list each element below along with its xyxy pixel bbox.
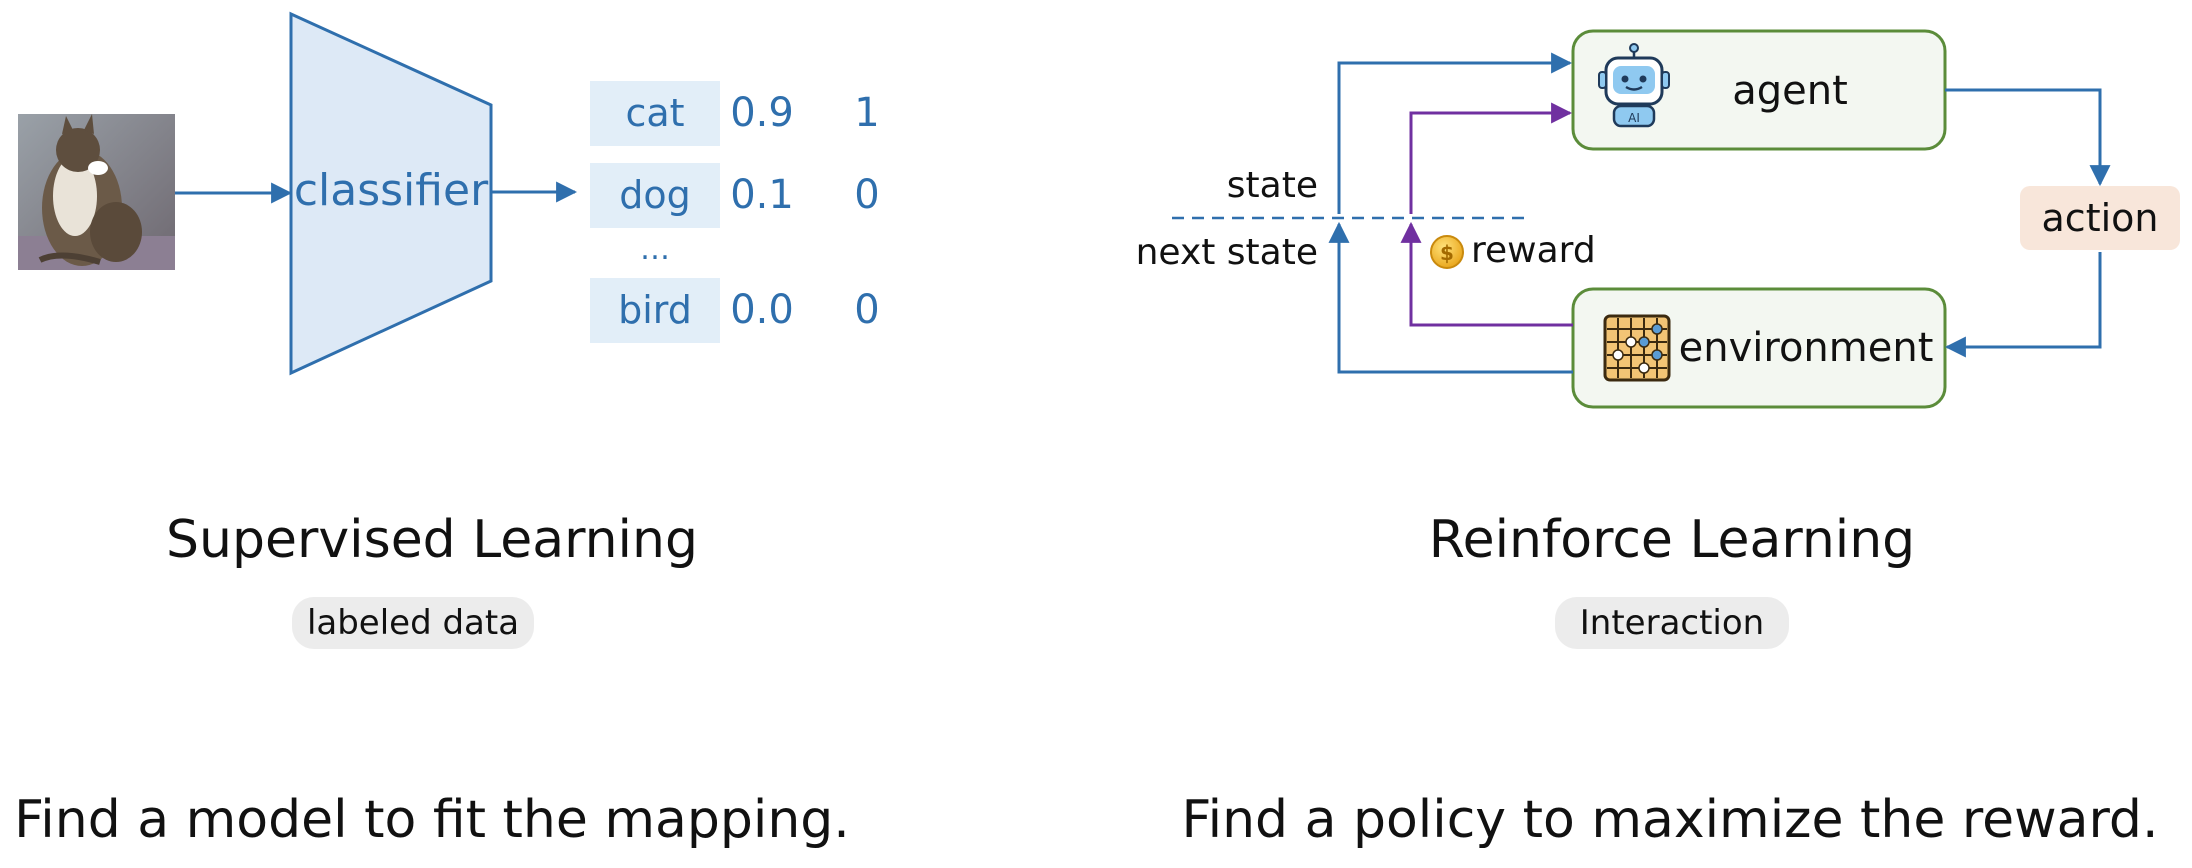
class-probability: 0.0 xyxy=(730,287,794,333)
class-label-box-bird xyxy=(590,278,720,343)
action-label: action xyxy=(2042,196,2159,240)
supervised-title: Supervised Learning xyxy=(166,510,698,570)
agent-to-action-arrow xyxy=(1945,88,2111,187)
supervised-tag-bg xyxy=(292,597,534,649)
robot-icon: AI xyxy=(1598,43,1670,128)
next-state-arrow xyxy=(1328,221,1573,374)
reward-to-agent-arrow xyxy=(1409,102,1573,214)
ellipsis: … xyxy=(640,232,670,267)
reinforce-tag-bg xyxy=(1555,597,1789,649)
next-state-label: next state xyxy=(1136,232,1318,273)
supervised-tag: labeled data xyxy=(307,603,519,643)
class-target: 1 xyxy=(854,90,879,136)
supervised-caption: Find a model to fit the mapping. xyxy=(14,790,850,850)
class-target: 0 xyxy=(854,172,879,218)
reward-arrow-up xyxy=(1400,221,1573,327)
classifier-trapezoid xyxy=(289,11,493,376)
class-label: cat xyxy=(625,91,684,135)
class-label: dog xyxy=(619,173,691,217)
reward-label: reward xyxy=(1471,230,1596,271)
action-box xyxy=(2020,186,2180,250)
class-probability: 0.1 xyxy=(730,172,794,218)
robot-badge: AI xyxy=(1628,111,1640,125)
game-board-icon xyxy=(1603,314,1671,382)
state-label: state xyxy=(1227,165,1318,206)
class-probability: 0.9 xyxy=(730,90,794,136)
class-label-box-cat xyxy=(590,81,720,146)
reinforce-title: Reinforce Learning xyxy=(1429,510,1915,570)
action-to-environment-arrow xyxy=(1944,252,2102,358)
agent-label: agent xyxy=(1732,68,1848,114)
cat-photo xyxy=(18,114,175,270)
state-arrow xyxy=(1337,52,1573,214)
class-target: 0 xyxy=(854,287,879,333)
coin-icon: $ xyxy=(1430,235,1464,269)
class-label-box-dog xyxy=(590,163,720,228)
class-label: bird xyxy=(618,288,692,332)
coin-symbol: $ xyxy=(1440,241,1454,265)
classifier-label: classifier xyxy=(294,165,489,216)
reinforce-tag: Interaction xyxy=(1580,603,1764,643)
environment-label: environment xyxy=(1679,325,1934,371)
reinforce-caption: Find a policy to maximize the reward. xyxy=(1182,790,2159,850)
